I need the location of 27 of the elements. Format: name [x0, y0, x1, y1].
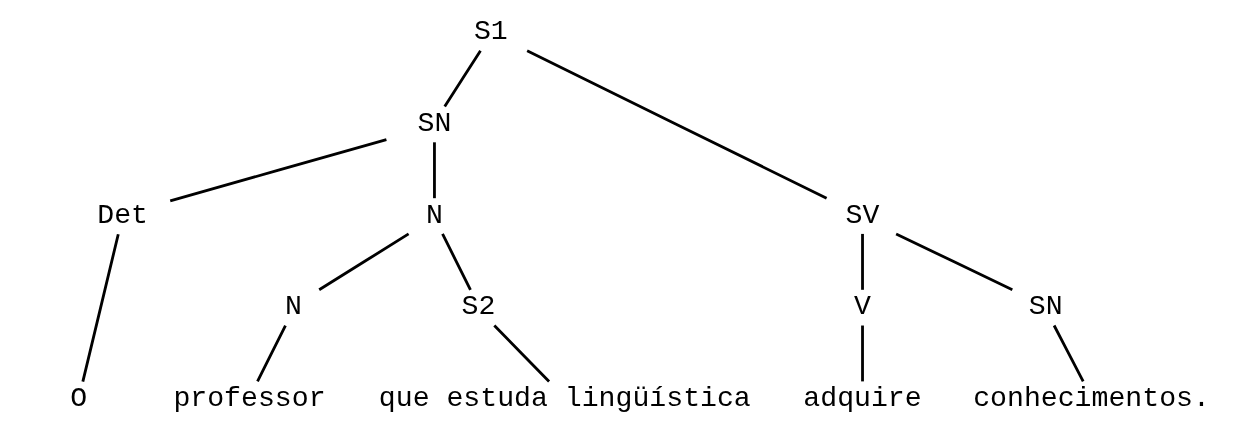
connector	[1052, 324, 1085, 383]
node-text: conhecimentos.	[973, 382, 1210, 414]
connector	[861, 233, 864, 290]
connector	[318, 232, 410, 291]
connector	[256, 324, 287, 383]
node-text: N	[426, 199, 443, 231]
node-text: SV	[845, 199, 880, 231]
node-text: S1	[473, 16, 508, 48]
connector	[433, 142, 436, 199]
node-text: SN	[417, 108, 452, 140]
connector	[441, 233, 472, 291]
connector	[895, 232, 1013, 292]
node-text: SN	[1028, 291, 1063, 323]
connector	[81, 233, 120, 382]
connector	[169, 138, 387, 203]
connector	[526, 49, 828, 200]
connector	[493, 324, 551, 383]
connector	[861, 325, 864, 382]
node-text: Det	[97, 199, 149, 231]
node-text: O	[70, 382, 88, 414]
node-text: professor	[173, 382, 326, 414]
node-text: N	[285, 291, 302, 323]
node-text: V	[854, 291, 871, 323]
connector	[443, 49, 482, 108]
node-text: que estuda lingüística	[378, 382, 751, 414]
node-text: S2	[461, 291, 496, 323]
node-text: adquire	[803, 382, 922, 414]
